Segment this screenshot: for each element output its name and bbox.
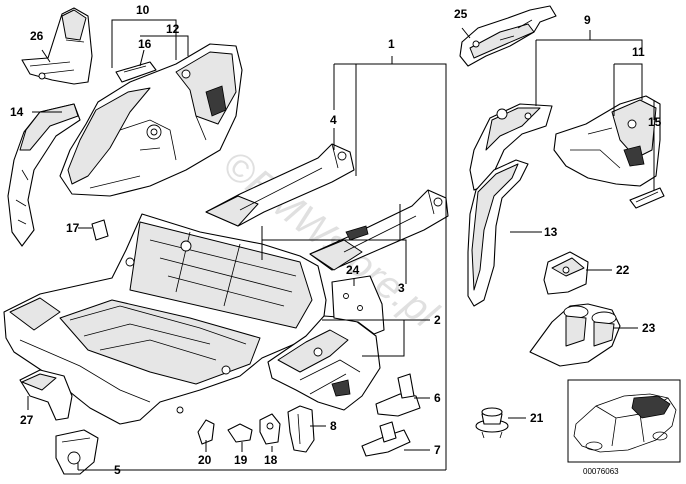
part-21-grommet[interactable] — [475, 407, 509, 439]
part-6-bracket[interactable] — [375, 373, 421, 417]
diagram-id: 00076063 — [583, 467, 619, 476]
part-14-wheel-arch-liner[interactable] — [7, 103, 81, 247]
callout-14[interactable]: 14 — [10, 105, 24, 119]
callout-1[interactable]: 1 — [388, 37, 395, 51]
callout-18[interactable]: 18 — [264, 453, 278, 467]
callout-26[interactable]: 26 — [30, 29, 44, 43]
part-22-bracket[interactable] — [543, 251, 589, 295]
callout-10[interactable]: 10 — [136, 3, 150, 17]
part-8-bracket[interactable] — [287, 405, 315, 453]
callout-17[interactable]: 17 — [66, 221, 80, 235]
part-10-wheel-house-assembly[interactable] — [59, 43, 243, 197]
part-4-crossmember[interactable] — [205, 143, 355, 227]
part-25-side-member[interactable] — [459, 5, 557, 67]
part-5-floor-pan[interactable] — [3, 213, 327, 425]
callout-27[interactable]: 27 — [20, 413, 34, 427]
part-20-bracket[interactable] — [197, 419, 215, 445]
callout-12[interactable]: 12 — [166, 22, 180, 36]
callout-21[interactable]: 21 — [530, 411, 544, 425]
callout-15[interactable]: 15 — [648, 115, 662, 129]
part-11-wheel-house-right[interactable] — [553, 95, 661, 187]
callout-4[interactable]: 4 — [330, 113, 337, 127]
part-9-inner-fender[interactable] — [469, 103, 553, 191]
callout-labels: 1 2 3 4 5 6 7 8 9 10 11 12 13 14 15 16 1… — [10, 3, 662, 477]
part-19-bracket[interactable] — [227, 423, 253, 443]
part-16-bracket[interactable] — [115, 61, 157, 83]
inset-frame — [567, 379, 681, 463]
callout-22[interactable]: 22 — [616, 263, 630, 277]
callout-16[interactable]: 16 — [138, 37, 152, 51]
part-26-bracket[interactable] — [21, 7, 93, 85]
callout-11[interactable]: 11 — [632, 45, 645, 59]
callout-25[interactable]: 25 — [454, 7, 468, 21]
bottom-left-bracket[interactable] — [55, 429, 99, 475]
callout-6[interactable]: 6 — [434, 391, 441, 405]
callout-9[interactable]: 9 — [584, 13, 591, 27]
leader-lines — [27, 19, 655, 471]
callout-23[interactable]: 23 — [642, 321, 656, 335]
car-location-inset: 00076063 — [567, 379, 681, 476]
callout-2[interactable]: 2 — [434, 313, 441, 327]
part-2-rear-section[interactable] — [267, 315, 381, 411]
part-18-bracket[interactable] — [259, 413, 281, 445]
part-17-clip[interactable] — [91, 219, 109, 241]
part-3-crossmember[interactable] — [309, 189, 449, 271]
part-13-wheel-arch[interactable] — [467, 159, 529, 307]
part-27-bracket[interactable] — [19, 369, 73, 421]
callout-13[interactable]: 13 — [544, 225, 558, 239]
part-15-bracket[interactable] — [629, 187, 665, 209]
callout-20[interactable]: 20 — [198, 453, 212, 467]
callout-3[interactable]: 3 — [398, 281, 405, 295]
callout-7[interactable]: 7 — [434, 443, 441, 457]
callout-8[interactable]: 8 — [330, 419, 337, 433]
callout-24[interactable]: 24 — [346, 263, 360, 277]
callout-19[interactable]: 19 — [234, 453, 248, 467]
callout-5[interactable]: 5 — [114, 463, 121, 477]
part-7-bracket[interactable] — [361, 421, 411, 457]
part-23-support[interactable] — [529, 303, 621, 367]
inset-highlighted-area — [631, 395, 671, 419]
